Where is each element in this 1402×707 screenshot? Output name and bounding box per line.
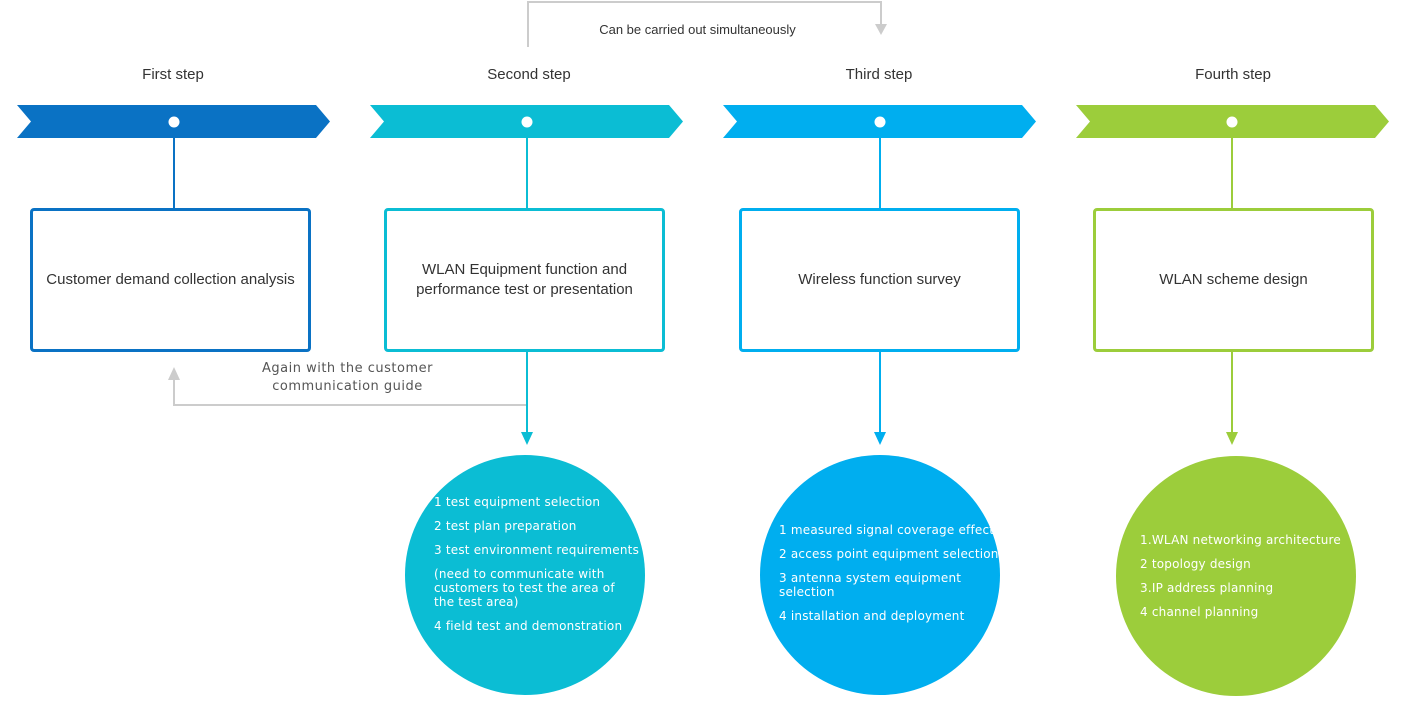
- list-item: 2 access point equipment selection: [779, 547, 999, 561]
- step2-circle: [405, 455, 645, 695]
- step3-dot: [874, 116, 886, 128]
- list-item: 1 test equipment selection: [434, 495, 601, 509]
- simultaneous-connector: [527, 1, 882, 47]
- step2-title: Second step: [487, 66, 571, 83]
- simultaneous-label: Can be carried out simultaneously: [599, 22, 796, 37]
- list-item: 1.WLAN networking architecture: [1140, 533, 1341, 547]
- step2-box-text: WLAN Equipment function and performance …: [416, 261, 633, 298]
- step2-dot: [521, 116, 533, 128]
- step3-circle: [760, 455, 1000, 695]
- list-item: 1 measured signal coverage effect: [779, 523, 995, 537]
- step3-down-arrowhead: [874, 432, 886, 445]
- list-item: 3.IP address planning: [1140, 581, 1274, 595]
- step1-title: First step: [142, 66, 204, 83]
- step2-down-arrowhead: [521, 432, 533, 445]
- step3-box-text: Wireless function survey: [798, 271, 961, 288]
- feedback-label: Again with the customer communication gu…: [262, 361, 433, 394]
- list-item: 4 channel planning: [1140, 605, 1259, 619]
- list-item: 4 field test and demonstration: [434, 619, 623, 633]
- step3-title: Third step: [845, 66, 913, 83]
- list-item: (need to communicate with customers to t…: [434, 567, 615, 609]
- step2-item-list: 1 test equipment selection 2 test plan p…: [434, 495, 644, 643]
- step3-box: Wireless function survey: [739, 208, 1020, 352]
- step1-box-text: Customer demand collection analysis: [46, 271, 295, 288]
- list-item: 2 topology design: [1140, 557, 1251, 571]
- step4-box: WLAN scheme design: [1093, 208, 1374, 352]
- step1-box: Customer demand collection analysis: [30, 208, 311, 352]
- step4-dot: [1226, 116, 1238, 128]
- simultaneous-arrowhead: [875, 24, 887, 35]
- feedback-arrowhead: [168, 367, 180, 380]
- list-item: 2 test plan preparation: [434, 519, 577, 533]
- step4-down-arrowhead: [1226, 432, 1238, 445]
- list-item: 3 antenna system equipment selection: [779, 571, 962, 599]
- step4-box-text: WLAN scheme design: [1159, 271, 1308, 288]
- step2-box: WLAN Equipment function and performance …: [384, 208, 665, 352]
- step3-item-list: 1 measured signal coverage effect 2 acce…: [779, 523, 1004, 633]
- step4-circle: [1116, 456, 1356, 696]
- step4-item-list: 1.WLAN networking architecture 2 topolog…: [1140, 533, 1355, 629]
- step1-dot: [168, 116, 180, 128]
- list-item: 3 test environment requirements: [434, 543, 640, 557]
- step4-title: Fourth step: [1195, 66, 1271, 83]
- list-item: 4 installation and deployment: [779, 609, 965, 623]
- feedback-connector: [173, 378, 527, 406]
